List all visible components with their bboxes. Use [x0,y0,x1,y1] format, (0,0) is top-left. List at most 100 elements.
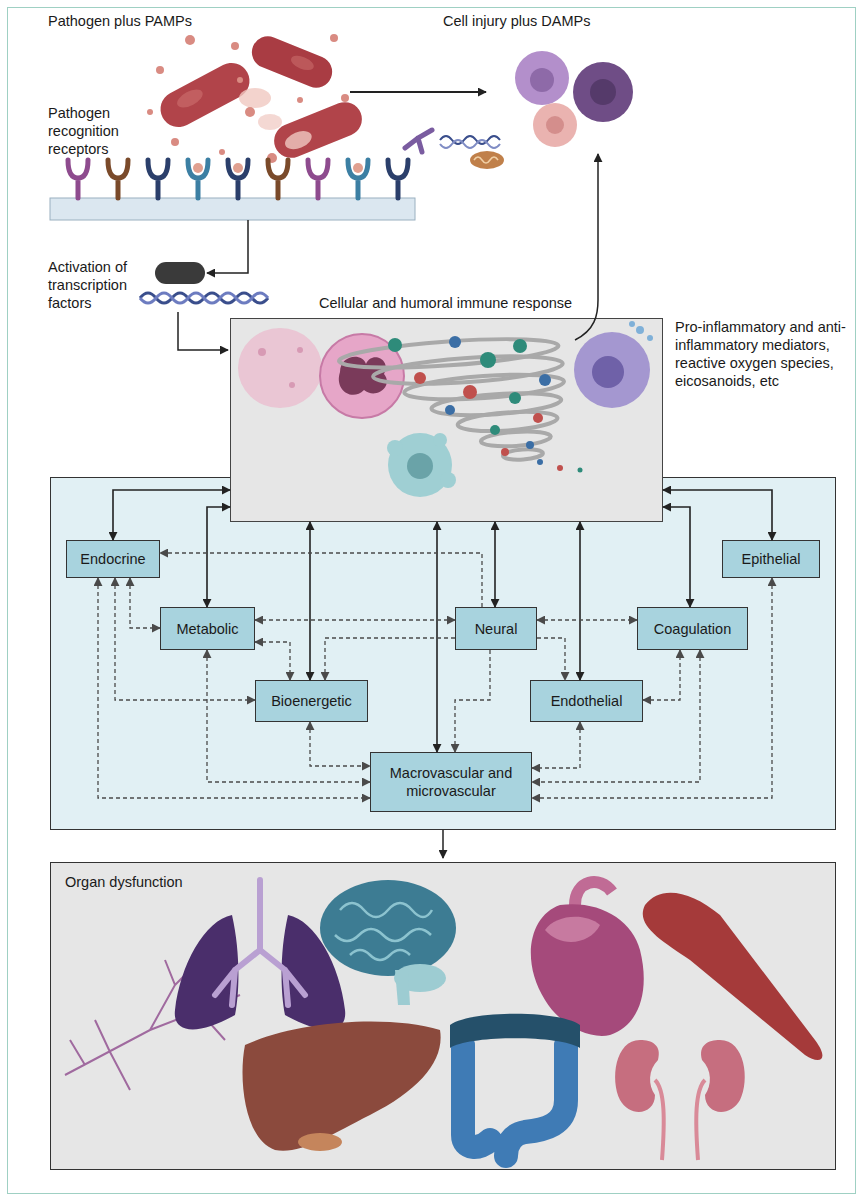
pathogen-illustration [297,97,303,103]
pathogen-illustration [330,34,338,42]
pathogen-illustration [147,109,153,115]
immune-cells-illustration [537,459,543,465]
immune-cells-illustration [431,390,562,419]
receptor-illustration [233,163,243,173]
annotation-label: Activation of transcription factors [48,258,148,312]
immune-cells-illustration [338,334,559,373]
immune-cells-illustration [509,392,521,404]
solid-connector [494,522,496,607]
system-box: Macrovascular and microvascular [370,752,532,812]
dashed-connector [532,578,772,798]
organ-illustration [450,1014,580,1048]
solid-connector [207,507,230,607]
organ-illustration [243,1022,441,1151]
pathogen-illustration [156,66,164,74]
immune-cells-illustration [592,356,624,388]
flow-arrow [442,830,444,858]
immune-cells-illustration [388,338,402,352]
immune-cells-illustration [501,448,509,456]
organ-illustration [575,882,612,905]
receptor-illustration [148,160,168,198]
immune-cells-illustration [433,433,447,447]
dashed-connector [455,650,490,752]
system-box: Epithelial [722,540,820,578]
immune-cells-illustration [289,382,295,388]
organ-illustration [175,915,239,1029]
immune-cells-illustration [338,334,569,472]
organ-illustration [320,880,456,976]
immune-cells-illustration [238,328,322,408]
pathogen-illustration [154,57,256,134]
immune-cells-illustration [490,425,500,435]
dashed-connector [160,553,482,607]
organ-illustration [65,880,822,1160]
box-text: Metabolic [176,620,238,638]
injured-cells-illustration [573,62,633,122]
immune-cells-illustration [320,334,404,418]
pathogen-illustration [239,88,271,108]
injured-cells-illustration [515,51,569,105]
dashed-connector [537,619,637,620]
box-text: Endothelial [551,692,623,710]
immune-cells-illustration [636,326,644,334]
transcription-factor-illustration [140,293,268,303]
organ-illustration [298,1133,342,1151]
solid-connector [436,522,438,752]
organ-illustration [463,1045,566,1156]
solid-connector [579,522,581,680]
immune-cells-illustration [388,433,452,497]
receptor-illustration [268,160,288,198]
receptor-illustration [308,160,328,198]
injured-cells-illustration [440,140,500,148]
immune-cells-illustration [404,370,565,403]
receptor-illustration [50,160,415,220]
pathogen-illustration [247,31,337,92]
solid-connector [113,490,230,540]
immune-cells-illustration [578,468,583,473]
immune-cells-illustration [258,348,266,356]
box-text: Bioenergetic [271,692,352,710]
receptor-illustration [353,163,363,173]
immune-cells-illustration [557,465,563,471]
pathogen-illustration [269,97,367,163]
pathogen-illustration [258,114,282,130]
immune-cells-illustration [533,413,543,423]
transcription-factor-illustration [140,293,268,303]
organ-illustration [545,917,600,942]
receptor-illustration [193,163,203,173]
solid-connector [663,490,772,540]
dashed-connector [643,650,680,700]
solid-connector [309,522,311,680]
box-text: Neural [475,620,518,638]
injured-cells-illustration [405,130,432,152]
injured-cells-illustration [470,151,504,169]
immune-cells-illustration [339,357,387,395]
system-box: Metabolic [160,607,255,650]
signal-arrow [178,312,228,350]
annotation-label: Pathogen recognition receptors [48,104,158,158]
system-box: Endocrine [66,540,160,578]
pathogen-illustration [154,57,256,134]
dashed-connector [532,722,580,768]
injured-cells-illustration [474,157,498,163]
transcription-factor-illustration [155,262,205,284]
organ-illustration [615,1040,659,1112]
injured-cells-illustration [440,136,500,144]
injured-cells-illustration [533,103,577,147]
injured-cells-illustration [546,116,564,134]
dashed-connector [255,619,455,620]
immune-cells-illustration [372,351,563,388]
pathogen-illustration [245,107,255,117]
box-heading: Cellular and humoral immune response [319,294,572,312]
injured-cells-illustration [530,68,554,92]
box-text: Epithelial [742,550,801,568]
organ-illustration [335,903,432,960]
dashed-connector [537,638,565,680]
box-text: Endocrine [80,550,145,568]
injured-cells-illustration [405,51,633,169]
injured-cells-illustration [590,79,616,105]
pathogen-illustration [219,149,225,155]
dashed-connector [130,578,160,628]
pathogen-illustration [247,31,337,92]
